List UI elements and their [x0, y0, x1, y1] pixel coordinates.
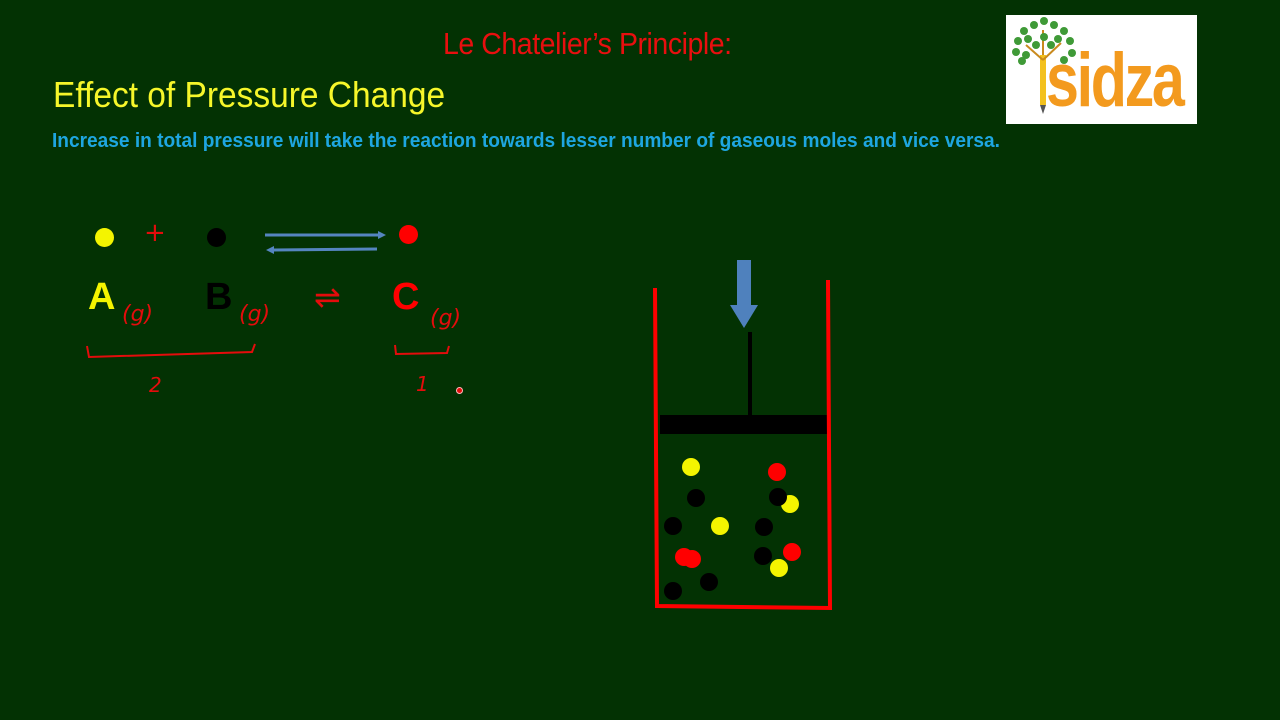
cylinder-walls: [653, 279, 833, 611]
sidza-logo: sidza: [1006, 15, 1197, 124]
pencil-tree-icon: [1012, 17, 1076, 114]
molecule-a-dot: [95, 228, 114, 247]
molecule-c-dot: [399, 225, 418, 244]
slide-heading: Le Chatelier’s Principle:: [443, 26, 732, 61]
down-arrow-icon: [730, 260, 758, 328]
plus-sign: +: [144, 218, 166, 248]
equilibrium-arrows-icon: [265, 231, 386, 254]
principle-statement: Increase in total pressure will take the…: [52, 130, 1000, 152]
product-c-label: C: [392, 276, 420, 318]
pen-cursor: [456, 387, 463, 394]
piston-cylinder-diagram: [653, 260, 833, 611]
equilibrium-symbol: ⇌: [314, 278, 341, 316]
state-a-label: (g): [122, 302, 154, 327]
state-b-label: (g): [239, 302, 271, 327]
reactant-b-label: B: [205, 276, 233, 318]
molecule-b-dot: [207, 228, 226, 247]
reactant-a-label: A: [88, 276, 116, 318]
product-moles-count: 1: [416, 372, 429, 396]
reactant-moles-count: 2: [149, 373, 162, 397]
piston-plate: [660, 415, 830, 434]
mole-brackets: [86, 343, 450, 359]
logo-text: sidza: [1046, 38, 1185, 123]
slide-subtitle: Effect of Pressure Change: [53, 74, 446, 115]
state-c-label: (g): [430, 306, 462, 331]
